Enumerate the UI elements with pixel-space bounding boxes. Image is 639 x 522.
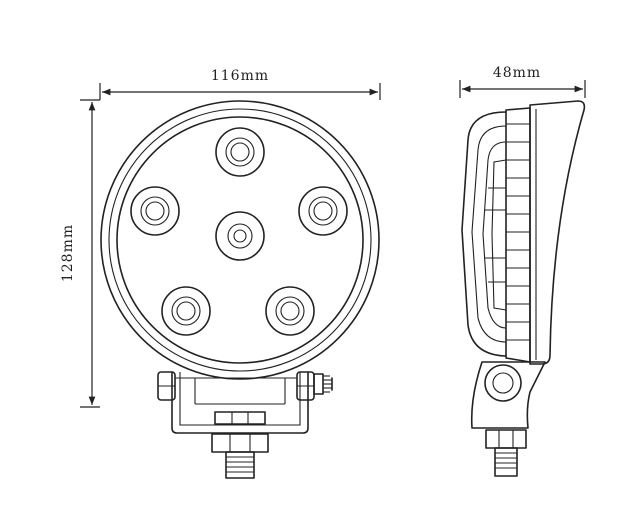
side-bolt [485, 429, 527, 477]
lens-ring [116, 116, 364, 364]
led-lower-left [161, 286, 211, 336]
led-upper-left [130, 186, 180, 236]
led-center [215, 211, 265, 261]
side-mount [470, 361, 546, 429]
width-label: 116mm [211, 68, 269, 84]
led-upper-right [298, 186, 348, 236]
mounting-bracket [157, 371, 315, 434]
height-label: 128mm [60, 224, 76, 282]
depth-dimension: 48mm [459, 65, 586, 98]
front-view: 116mm 128mm [60, 68, 381, 479]
housing-inner-ring [108, 108, 372, 372]
side-view: 48mm [459, 65, 586, 477]
side-front-bezel [529, 100, 586, 365]
cable-gland [313, 373, 333, 395]
heatsink-fins [461, 107, 531, 363]
height-dimension: 128mm [60, 99, 100, 408]
housing-outer-ring [100, 100, 380, 380]
depth-label: 48mm [493, 65, 541, 81]
width-dimension: 116mm [99, 68, 381, 100]
led-lower-right [265, 286, 315, 336]
led-top [215, 127, 265, 177]
mounting-bolt [211, 411, 269, 479]
